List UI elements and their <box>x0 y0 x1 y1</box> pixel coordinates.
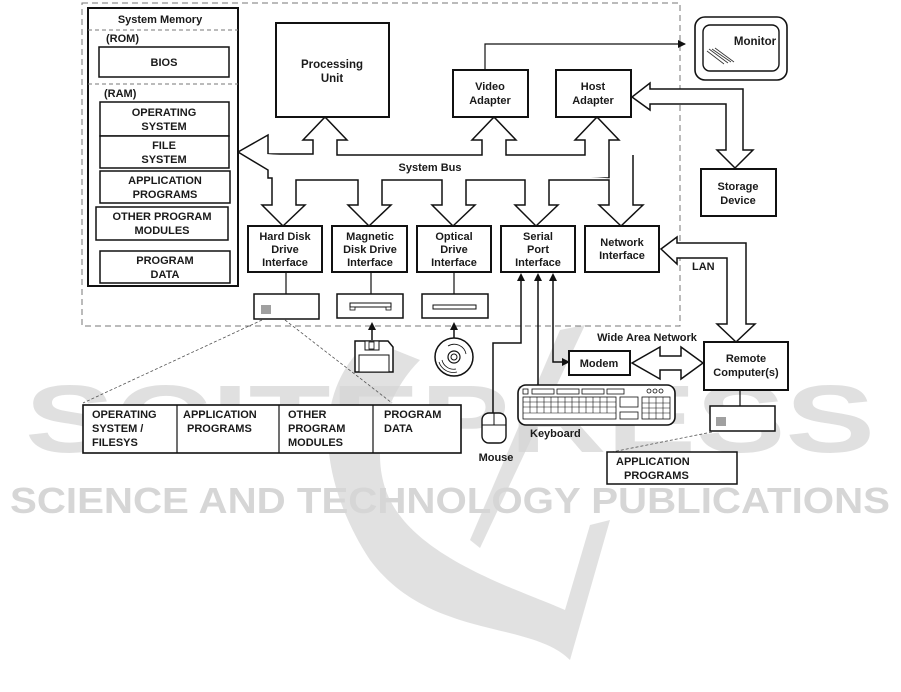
host-adapter-line2: Adapter <box>572 95 614 107</box>
ram-data-line2: DATA <box>151 269 180 281</box>
watermark-swoosh-stroke <box>470 325 585 548</box>
ram-modules-box <box>95 206 229 241</box>
system-bus-label: System Bus <box>399 162 462 174</box>
disk-os-line3: FILESYS <box>92 437 138 449</box>
disk-apps-line2: PROGRAMS <box>187 423 252 435</box>
mouse-icon <box>481 412 507 444</box>
host-storage-arrow <box>630 81 755 170</box>
disk-data-line2: DATA <box>384 423 413 435</box>
remote-computer-line2: Computer(s) <box>713 367 779 379</box>
ram-apps-line1: APPLICATION <box>128 175 202 187</box>
remote-computer-box <box>703 341 789 391</box>
interface-network-line2: Interface <box>599 250 645 262</box>
ram-fs-line2: SYSTEM <box>141 154 186 166</box>
disk-modules-line2: PROGRAM <box>288 423 345 435</box>
storage-device-box <box>700 168 777 217</box>
rom-label: (ROM) <box>106 33 139 45</box>
interface-optical: Optical Drive Interface <box>416 225 492 273</box>
modem-label: Modem <box>580 358 619 370</box>
interface-optical-line1: Optical <box>435 231 472 243</box>
ram-apps-box <box>99 170 231 204</box>
interface-hdd: Hard Disk Drive Interface <box>247 225 323 273</box>
video-adapter-line2: Adapter <box>469 95 511 107</box>
interface-magnetic-line1: Magnetic <box>346 231 394 243</box>
optical-drive-icon <box>421 293 489 319</box>
remote-hard-disk-icon <box>709 405 776 432</box>
disk-modules-line3: MODULES <box>288 437 343 449</box>
host-adapter-box <box>555 69 632 118</box>
modem-box <box>568 350 631 376</box>
system-memory-title: System Memory <box>118 14 203 26</box>
watermark-swoosh <box>328 340 610 660</box>
interface-serial-line1: Serial <box>523 231 553 243</box>
video-adapter-box <box>452 69 529 118</box>
interface-magnetic: Magnetic Disk Drive Interface <box>331 225 408 273</box>
storage-device-line1: Storage <box>718 181 759 193</box>
ram-fs-box <box>99 135 230 169</box>
computer-boundary <box>81 2 681 327</box>
lan-label: LAN <box>692 261 715 273</box>
interface-hdd-line1: Hard Disk <box>259 231 311 243</box>
wan-label: Wide Area Network <box>597 332 698 344</box>
interface-serial: Serial Port Interface <box>500 225 576 273</box>
system-memory-block: System Memory (ROM) BIOS (RAM) OPERATING… <box>87 7 239 287</box>
floppy-disk-icon <box>354 340 394 373</box>
floppy-drive-icon <box>336 293 404 319</box>
video-adapter-line1: Video <box>475 81 505 93</box>
disk-os-line2: SYSTEM / <box>92 423 143 435</box>
bios-box <box>98 46 230 78</box>
cd-disc-icon <box>434 337 474 377</box>
hard-disk-icon <box>253 293 320 320</box>
ram-os-line1: OPERATING <box>132 107 197 119</box>
interface-optical-line3: Interface <box>431 257 477 269</box>
interface-magnetic-line3: Interface <box>347 257 393 269</box>
storage-device-line2: Device <box>720 195 755 207</box>
ram-modules-line2: MODULES <box>135 225 190 237</box>
watermark-tagline: SCIENCE AND TECHNOLOGY PUBLICATIONS <box>10 480 890 521</box>
interface-serial-line2: Port <box>527 244 549 256</box>
interface-optical-line2: Drive <box>440 244 468 256</box>
video-to-monitor-line <box>484 43 685 70</box>
disk-os-line1: OPERATING <box>92 409 157 421</box>
interface-hdd-line2: Drive <box>271 244 299 256</box>
bios-label: BIOS <box>151 57 178 69</box>
interface-network-line1: Network <box>600 237 644 249</box>
ram-data-line1: PROGRAM <box>136 255 193 267</box>
ram-label: (RAM) <box>104 88 137 100</box>
interface-magnetic-line2: Disk Drive <box>343 244 397 256</box>
remote-apps-line2: PROGRAMS <box>624 470 689 482</box>
interface-network: Network Interface <box>584 225 660 273</box>
system-bus <box>237 115 645 228</box>
remote-apps-line1: APPLICATION <box>616 456 690 468</box>
mouse-label: Mouse <box>479 452 514 464</box>
ram-data-box <box>99 250 231 284</box>
host-adapter-line1: Host <box>581 81 606 93</box>
remote-computer-line1: Remote <box>726 353 766 365</box>
remote-apps-box <box>606 451 738 485</box>
disk-data-line1: PROGRAM <box>384 409 441 421</box>
ram-os-line2: SYSTEM <box>141 121 186 133</box>
keyboard-label: Keyboard <box>530 428 581 440</box>
processing-unit-line2: Unit <box>321 73 344 85</box>
video-to-monitor-arrowhead <box>678 40 686 48</box>
ram-apps-line2: PROGRAMS <box>133 189 198 201</box>
interface-serial-line3: Interface <box>515 257 561 269</box>
disk-contents-table: OPERATING SYSTEM / FILESYS APPLICATION P… <box>82 404 462 454</box>
ram-fs-line1: FILE <box>152 140 176 152</box>
disk-apps-line1: APPLICATION <box>183 409 257 421</box>
monitor-label: Monitor <box>734 36 777 48</box>
bus-upper <box>237 115 621 179</box>
processing-unit-box <box>275 22 390 118</box>
processing-unit-line1: Processing <box>301 59 363 71</box>
interface-hdd-line3: Interface <box>262 257 308 269</box>
disk-modules-line1: OTHER <box>288 409 327 421</box>
keyboard-icon <box>517 384 676 426</box>
ram-modules-line1: OTHER PROGRAM <box>113 211 212 223</box>
bus-lower <box>237 151 645 228</box>
monitor-icon <box>694 16 788 81</box>
